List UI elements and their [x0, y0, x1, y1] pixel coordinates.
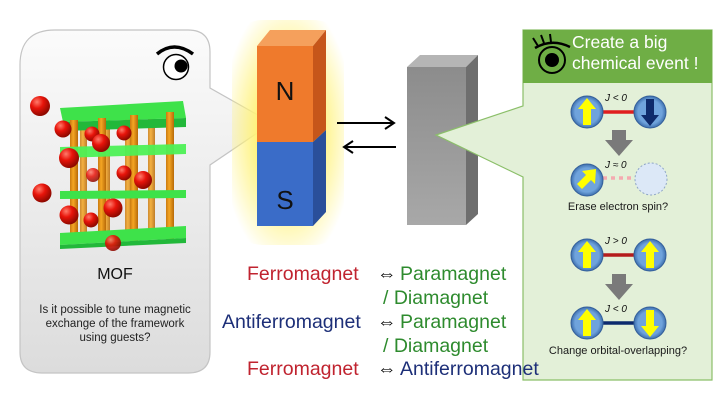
spin-pair-parallel — [570, 238, 667, 272]
event-panel-title: Create a big chemical event ! — [572, 32, 720, 74]
spin-pair-antiparallel — [570, 95, 667, 129]
transition-3-right: Antiferromagnet — [400, 358, 539, 380]
north-pole-label: N — [275, 76, 295, 106]
event-title-line: chemical event ! — [572, 53, 699, 73]
reversible-arrows — [337, 116, 396, 154]
transition-2-right-cont: / Diamagnet — [383, 335, 489, 357]
scheme1-caption: Erase electron spin? — [567, 201, 669, 213]
event-title-line: Create a big — [572, 32, 668, 52]
spin-pair-antiparallel-2 — [570, 306, 667, 340]
transition-1-right-cont: / Diamagnet — [383, 287, 489, 309]
mof-question-line: using guests? — [79, 332, 151, 344]
bar-magnet — [257, 30, 326, 226]
transition-1-arrow: ⇔ — [377, 263, 397, 285]
mof-question: Is it possible to tune magnetic exchange… — [20, 303, 210, 345]
eye-lashes-icon — [532, 33, 571, 74]
transition-2-right: Paramagnet — [400, 311, 507, 333]
mof-question-line: exchange of the framework — [45, 318, 185, 330]
eye-icon — [155, 45, 195, 81]
spin-erased-pair — [570, 162, 668, 197]
j-label-2: J ≈ 0 — [605, 160, 627, 171]
south-pole-label: S — [276, 185, 294, 215]
down-arrow-1 — [605, 130, 633, 156]
transition-3-arrow: ⇔ — [377, 358, 397, 380]
transition-3-left: Ferromagnet — [247, 358, 359, 380]
transition-2-left: Antiferromagnet — [222, 311, 361, 333]
j-label-1: J < 0 — [605, 93, 627, 104]
transition-1-right: Paramagnet — [400, 263, 507, 285]
mof-question-line: Is it possible to tune magnetic — [39, 304, 191, 316]
j-label-3: J > 0 — [605, 236, 627, 247]
j-label-4: J < 0 — [605, 304, 627, 315]
mof-label: MOF — [97, 266, 133, 283]
transition-2-arrow: ⇔ — [377, 311, 397, 333]
scheme2-caption: Change orbital-overlapping? — [548, 345, 688, 357]
transition-1-left: Ferromagnet — [247, 263, 359, 285]
down-arrow-2 — [605, 274, 633, 300]
mof-framework-illustration — [30, 96, 186, 251]
